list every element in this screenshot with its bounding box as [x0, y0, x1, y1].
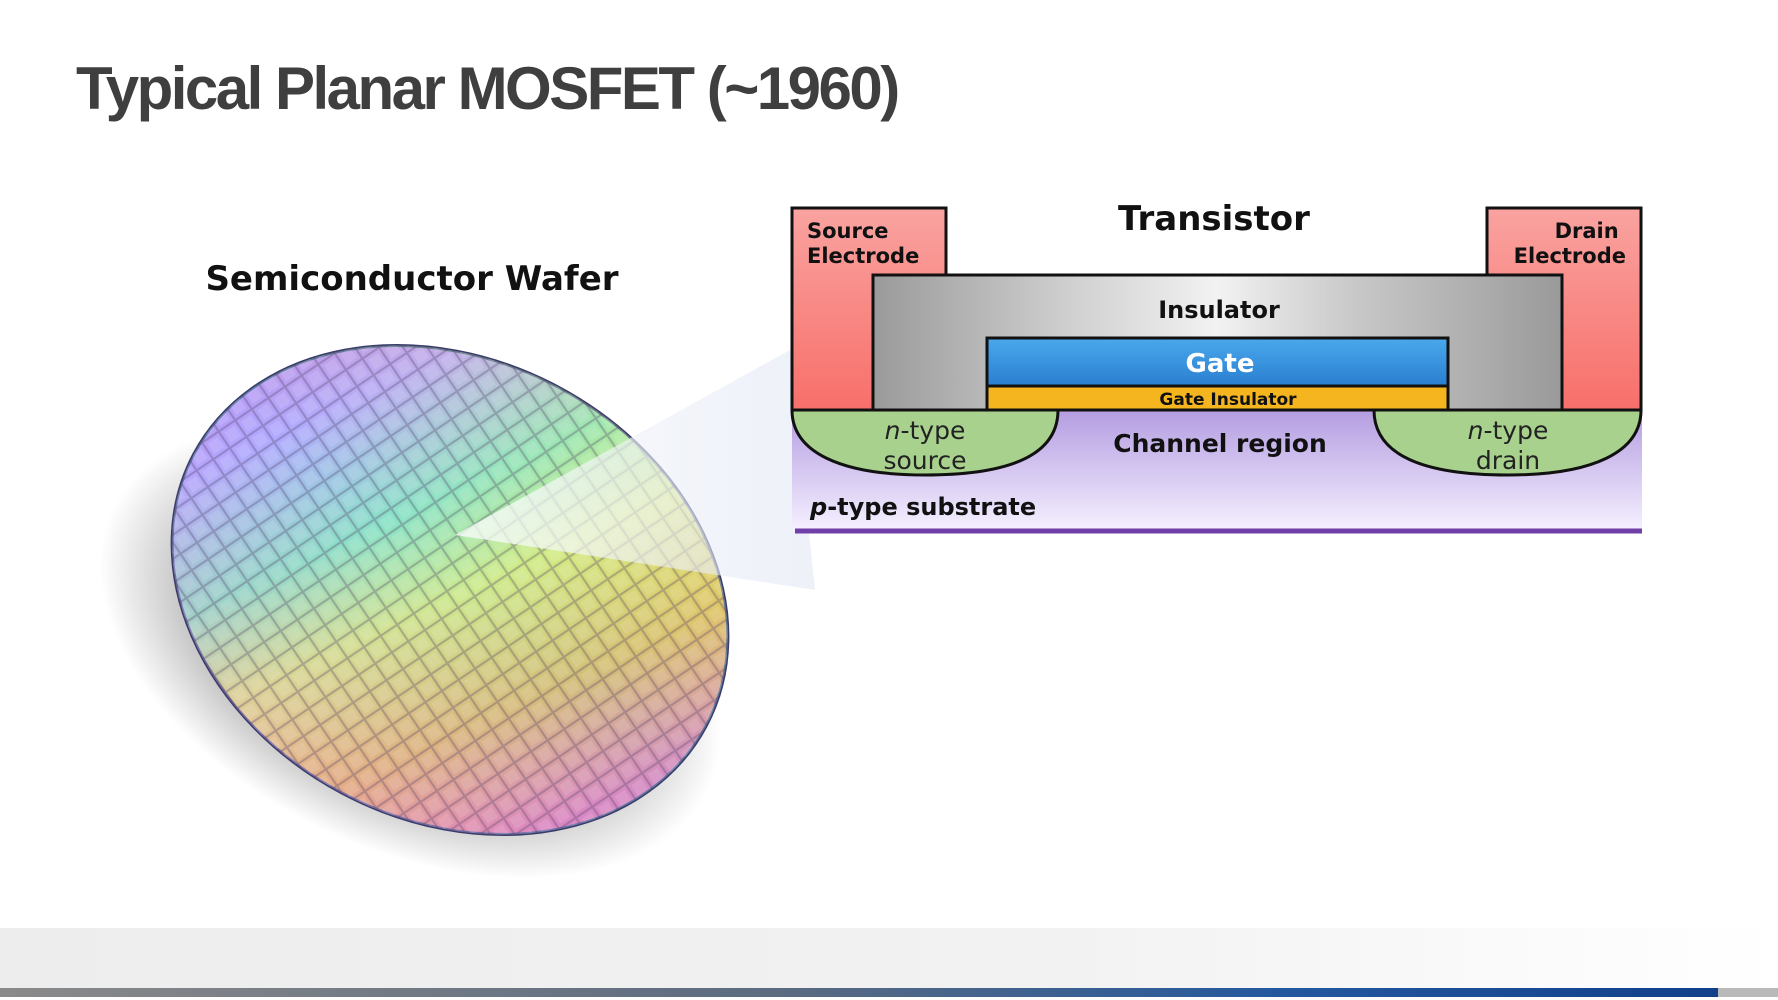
channel-region-label: Channel region	[1113, 429, 1327, 458]
gate-label: Gate	[1186, 349, 1255, 379]
source-electrode-line1: Source	[807, 219, 889, 243]
drain-type-suffix: -type	[1483, 416, 1548, 445]
footer-accent-line	[0, 988, 1718, 997]
source-n-italic: n	[885, 416, 901, 445]
n-type-drain-label: n-type	[1468, 416, 1549, 445]
source-electrode-line2: Electrode	[807, 244, 919, 268]
insulator-label: Insulator	[1158, 296, 1280, 324]
footer-band	[0, 928, 1778, 988]
transistor-diagram: Transistor Source Electrode Drain Electr…	[790, 199, 1643, 534]
transistor-title: Transistor	[1118, 199, 1310, 239]
n-type-source-line2: source	[883, 446, 966, 475]
drain-electrode-line1: Drain	[1555, 219, 1619, 243]
source-type-suffix: -type	[900, 416, 965, 445]
n-type-drain-region	[1372, 408, 1643, 477]
drain-electrode-line2: Electrode	[1514, 244, 1626, 268]
substrate-type-suffix: -type substrate	[827, 493, 1036, 521]
gate-insulator-label: Gate Insulator	[1159, 390, 1297, 410]
drain-n-italic: n	[1468, 416, 1484, 445]
n-type-drain-line2: drain	[1476, 446, 1540, 475]
substrate-p-italic: p	[809, 493, 827, 521]
source-electrode-label: Source Electrode	[807, 219, 919, 268]
footer-accent-tail	[1718, 988, 1778, 997]
wafer-label: Semiconductor Wafer	[205, 259, 618, 299]
drain-electrode-label: Drain Electrode	[1514, 219, 1626, 268]
semiconductor-wafer	[99, 300, 815, 879]
n-type-source-region	[790, 408, 1060, 477]
slide-title: Typical Planar MOSFET (~1960)	[76, 55, 900, 122]
p-type-substrate-label: p-type substrate	[809, 493, 1036, 521]
zoom-callout	[455, 350, 815, 590]
n-type-source-label: n-type	[885, 416, 966, 445]
